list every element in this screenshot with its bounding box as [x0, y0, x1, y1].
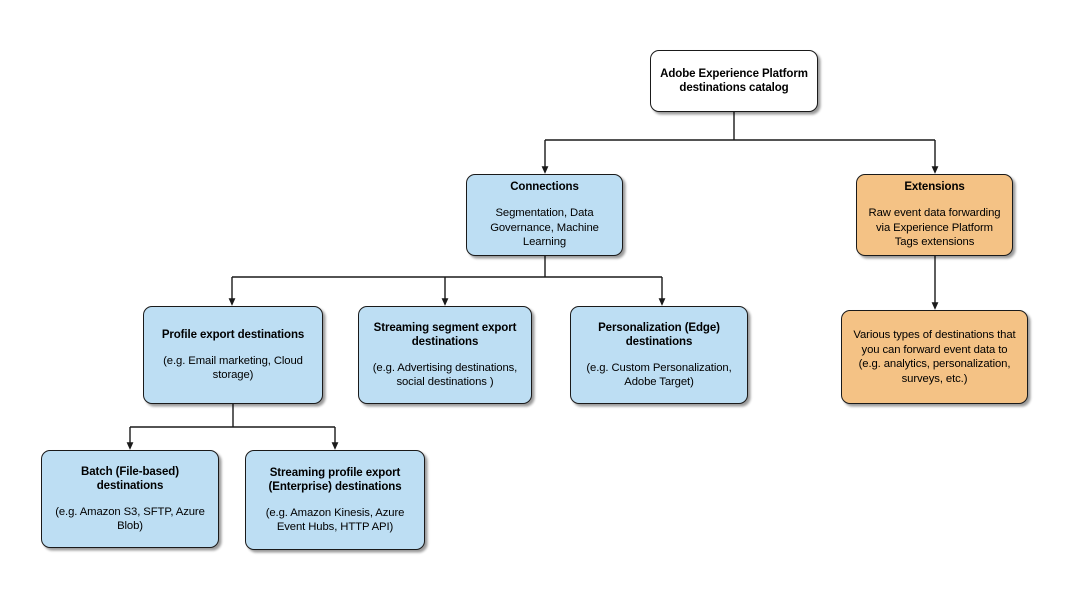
node-streaming-profile-export-title: Streaming profile export (Enterprise) de…	[268, 466, 402, 493]
node-connections[interactable]: Connections Segmentation, Data Governanc…	[466, 174, 623, 256]
node-connections-subtitle: Segmentation, Data Governance, Machine L…	[490, 207, 599, 249]
node-profile-export-title: Profile export destinations	[161, 328, 305, 341]
node-streaming-segment-export-title: Streaming segment export destinations	[373, 321, 517, 348]
node-streaming-segment-export[interactable]: Streaming segment export destinations (e…	[358, 306, 532, 404]
node-extensions[interactable]: Extensions Raw event data forwarding via…	[856, 174, 1013, 256]
node-connections-title: Connections	[510, 181, 579, 194]
node-profile-export-subtitle: (e.g. Email marketing, Cloud storage)	[163, 354, 303, 382]
node-personalization-edge[interactable]: Personalization (Edge) destinations (e.g…	[570, 306, 748, 404]
node-streaming-segment-export-subtitle: (e.g. Advertising destinations, social d…	[372, 361, 518, 389]
node-batch-file-based[interactable]: Batch (File-based) destinations (e.g. Am…	[41, 450, 219, 548]
node-batch-file-based-title: Batch (File-based) destinations	[81, 465, 179, 492]
node-extensions-title: Extensions	[904, 181, 965, 194]
node-streaming-profile-export-subtitle: (e.g. Amazon Kinesis, Azure Event Hubs, …	[265, 506, 405, 534]
node-root-title: Adobe Experience Platform destinations c…	[660, 68, 808, 94]
node-personalization-edge-title: Personalization (Edge) destinations	[598, 321, 720, 348]
node-batch-file-based-subtitle: (e.g. Amazon S3, SFTP, Azure Blob)	[55, 505, 205, 533]
node-root[interactable]: Adobe Experience Platform destinations c…	[650, 50, 818, 112]
node-various-types-subtitle: Various types of destinations that you c…	[853, 329, 1016, 385]
node-personalization-edge-subtitle: (e.g. Custom Personalization, Adobe Targ…	[586, 361, 732, 389]
node-various-types[interactable]: Various types of destinations that you c…	[841, 310, 1028, 404]
node-extensions-subtitle: Raw event data forwarding via Experience…	[868, 207, 1001, 249]
node-streaming-profile-export[interactable]: Streaming profile export (Enterprise) de…	[245, 450, 425, 550]
node-profile-export[interactable]: Profile export destinations (e.g. Email …	[143, 306, 323, 404]
